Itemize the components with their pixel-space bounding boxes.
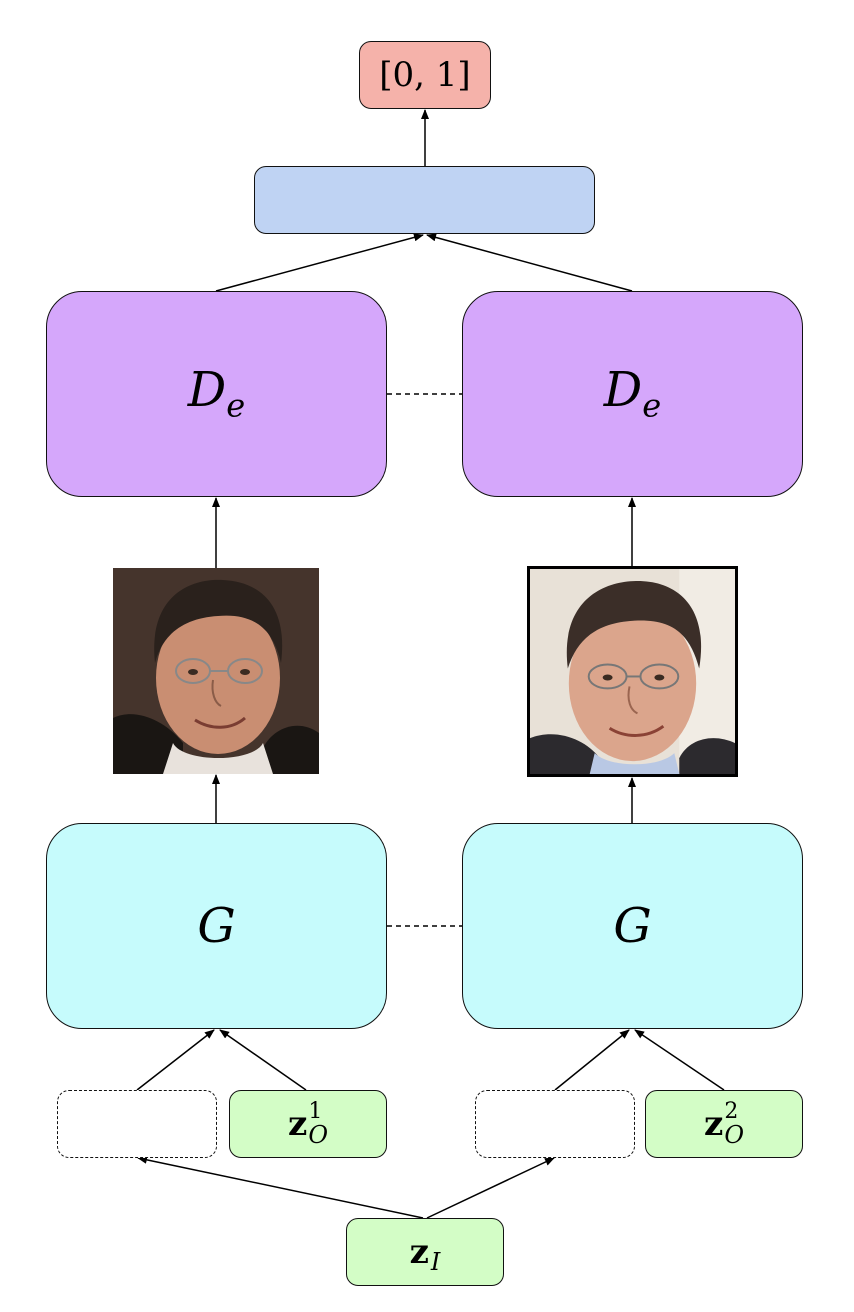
arrow-slot-right-to-gen <box>554 1029 630 1091</box>
identity-slot-right <box>475 1090 635 1158</box>
code-base: z <box>704 1104 724 1144</box>
discriminator-right: De <box>462 291 803 497</box>
discriminator-label: De <box>603 362 662 425</box>
output-box: [0, 1] <box>359 41 491 109</box>
generated-face-image <box>527 566 738 777</box>
code-scripts: 1 O <box>308 1099 328 1149</box>
discriminator-left: De <box>46 291 387 497</box>
real-face-image <box>113 568 319 774</box>
arrow-slot-left-to-gen <box>136 1029 215 1091</box>
identity-code: z I <box>346 1218 504 1286</box>
code-superscript: 2 <box>724 1099 739 1124</box>
generator-right: G <box>462 823 803 1029</box>
code-subscript: I <box>430 1248 441 1276</box>
identity-slot-left <box>57 1090 217 1158</box>
code-subscript: O <box>724 1121 744 1149</box>
output-label: [0, 1] <box>379 55 471 95</box>
arrow-zi-to-slot-left <box>137 1155 424 1219</box>
code-base: z <box>288 1104 308 1144</box>
arrow-zo1-to-gen <box>219 1029 307 1091</box>
generator-label: G <box>613 898 652 954</box>
arrow-disc-left-to-fusion <box>215 233 424 292</box>
generated-face-photo-icon <box>530 569 735 774</box>
code-base: z <box>409 1232 429 1272</box>
generator-left: G <box>46 823 387 1029</box>
generator-label: G <box>197 898 236 954</box>
fusion-box <box>254 166 595 234</box>
arrow-zo2-to-gen <box>634 1029 725 1091</box>
arrow-disc-right-to-fusion <box>426 233 633 292</box>
discriminator-label: De <box>187 362 246 425</box>
real-face-photo-icon <box>113 568 319 774</box>
code-superscript: 1 <box>308 1099 323 1124</box>
code-subscript: O <box>308 1121 328 1149</box>
observation-code-1: z 1 O <box>229 1090 387 1158</box>
code-scripts: 2 O <box>724 1099 744 1149</box>
arrow-zi-to-slot-right <box>426 1157 555 1219</box>
observation-code-2: z 2 O <box>645 1090 803 1158</box>
